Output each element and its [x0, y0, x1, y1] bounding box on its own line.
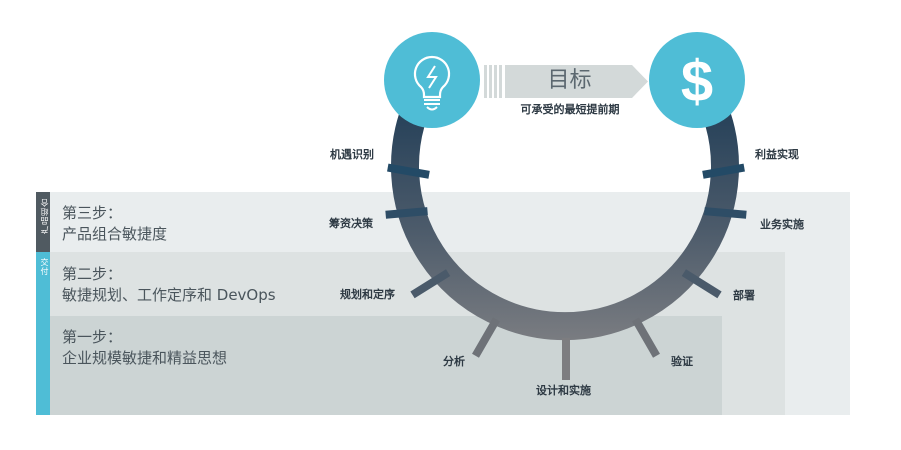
goal-banner	[484, 65, 648, 98]
stage-funding: 筹资决策	[329, 217, 373, 230]
stage-benefit-realization: 利益实现	[755, 148, 799, 161]
stage-business-execution: 业务实施	[760, 218, 804, 231]
lightbulb-icon	[384, 32, 480, 128]
step-3-desc: 产品组合敏捷度	[62, 225, 168, 243]
step-2-desc: 敏捷规划、工作定序和 DevOps	[62, 286, 276, 304]
stage-planning: 规划和定序	[340, 288, 395, 301]
dollar-symbol: $	[681, 49, 713, 114]
step-1-title: 第一步：	[62, 328, 123, 346]
stage-tick-5	[632, 317, 660, 358]
stage-tick-6	[681, 269, 722, 299]
goal-subtitle: 可承受的最短提前期	[520, 103, 620, 116]
stage-validation: 验证	[671, 355, 693, 368]
step-1: 第一步： 企业规模敏捷和精益思想	[62, 327, 227, 369]
step-2-title: 第二步：	[62, 265, 123, 283]
delivery-tab: 交付	[36, 252, 50, 415]
stage-analysis: 分析	[443, 355, 465, 368]
stage-tick-1	[385, 207, 428, 219]
cycle-ring	[391, 97, 739, 341]
delivery-tab-label: 交付	[40, 258, 49, 276]
stage-tick-7	[704, 207, 747, 219]
step-3-title: 第三步：	[62, 204, 123, 222]
dollar-icon: $	[649, 32, 745, 128]
step-2: 第二步： 敏捷规划、工作定序和 DevOps	[62, 264, 276, 306]
stage-tick-3	[472, 317, 500, 358]
stage-tick-0	[387, 163, 430, 179]
stage-tick-4	[562, 338, 570, 380]
goal-title: 目标	[547, 68, 592, 93]
stage-tick-2	[410, 269, 451, 299]
stage-implementation: 设计和实施	[536, 384, 591, 397]
step-1-desc: 企业规模敏捷和精益思想	[62, 349, 228, 367]
stage-deployment: 部署	[733, 289, 755, 302]
stage-opportunity: 机遇识别	[330, 148, 374, 161]
portfolio-tab: 产品组合	[36, 192, 50, 252]
step-3: 第三步： 产品组合敏捷度	[62, 203, 167, 245]
stage-tick-8	[702, 163, 745, 179]
